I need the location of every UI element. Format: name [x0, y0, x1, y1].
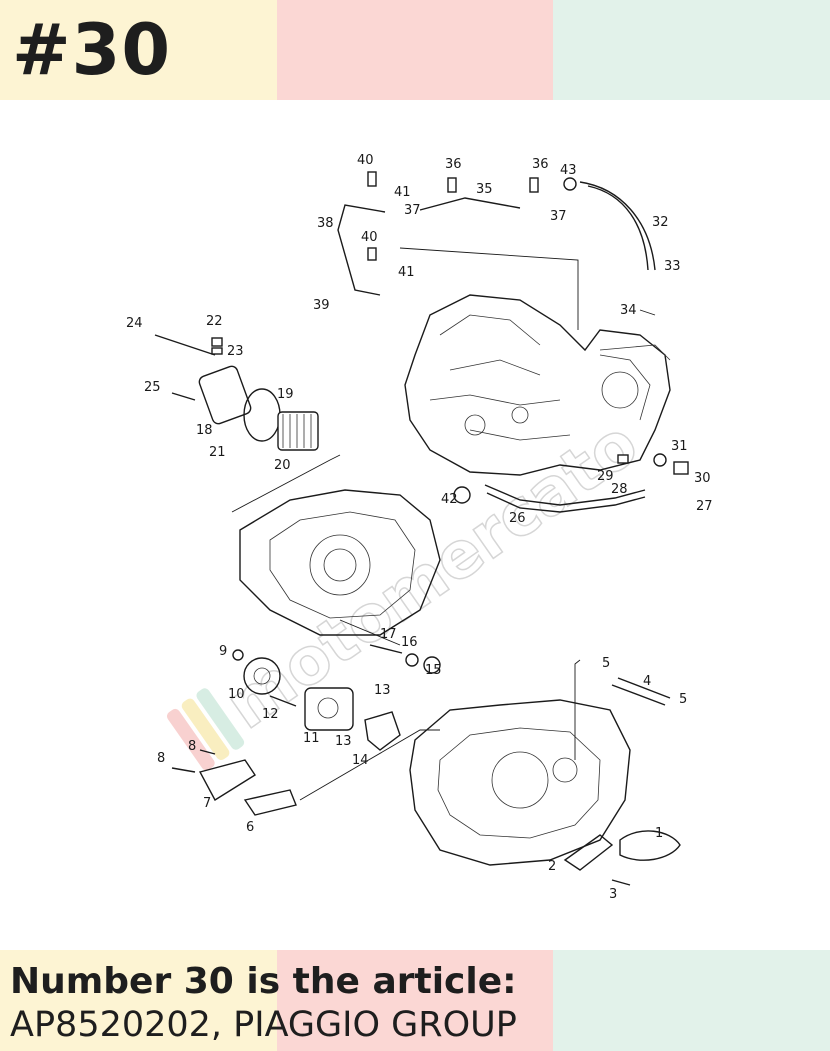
header-band-pink — [276, 0, 554, 100]
callout-43: 43 — [560, 163, 577, 178]
article-caption: Number 30 is the article: AP8520202, PIA… — [10, 960, 820, 1046]
callout-13b: 13 — [335, 734, 352, 749]
callout-8a: 8 — [188, 739, 196, 754]
caption-heading: Number 30 is the article: — [10, 961, 517, 1002]
callout-13a: 13 — [374, 683, 391, 698]
callout-16: 16 — [401, 635, 418, 650]
oil-filter-assembly — [154, 334, 319, 451]
footer-band-pink — [276, 950, 554, 1051]
callout-34: 34 — [620, 303, 637, 318]
callout-5b: 5 — [679, 692, 687, 707]
callout-30: 30 — [694, 471, 711, 486]
header-band-green — [553, 0, 830, 100]
callout-6: 6 — [246, 820, 254, 835]
side-cover — [239, 489, 441, 636]
callout-25: 25 — [144, 380, 161, 395]
footer-color-band — [0, 950, 830, 1051]
callout-17: 17 — [380, 627, 397, 642]
callout-42: 42 — [441, 492, 458, 507]
crankcase-lower — [409, 699, 631, 866]
callout-4: 4 — [643, 674, 651, 689]
callout-31: 31 — [671, 439, 688, 454]
callout-5a: 5 — [602, 656, 610, 671]
oil-pipes-top — [337, 181, 656, 513]
callout-27: 27 — [696, 499, 713, 514]
callout-18: 18 — [196, 423, 213, 438]
callout-26: 26 — [509, 511, 526, 526]
callout-37a: 37 — [404, 203, 421, 218]
callout-7: 7 — [203, 796, 211, 811]
engine-upper-block — [404, 294, 671, 476]
callout-2: 2 — [548, 859, 556, 874]
callout-33: 33 — [664, 259, 681, 274]
callout-32: 32 — [652, 215, 669, 230]
part-number-title: #30 — [12, 9, 172, 91]
callout-36b: 36 — [532, 157, 549, 172]
callout-40b: 40 — [361, 230, 378, 245]
diagram-svg: motomercato — [126, 153, 713, 902]
caption-article-code: AP8520202, PIAGGIO GROUP — [10, 1005, 517, 1045]
small-parts — [171, 171, 689, 886]
callout-24: 24 — [126, 316, 143, 331]
callout-3: 3 — [609, 887, 617, 902]
leader-lines — [231, 247, 656, 801]
callout-37b: 37 — [550, 209, 567, 224]
footer-band-green — [553, 950, 830, 1051]
callout-29: 29 — [597, 469, 614, 484]
callout-20: 20 — [274, 458, 291, 473]
callout-41b: 41 — [398, 265, 415, 280]
callout-labels: 1 2 3 4 5 5 6 7 8 8 9 10 11 12 13 13 14 … — [126, 153, 713, 902]
callout-36a: 36 — [445, 157, 462, 172]
callout-38: 38 — [317, 216, 334, 231]
callout-1: 1 — [655, 826, 663, 841]
callout-28: 28 — [611, 482, 628, 497]
header-color-band — [0, 0, 830, 100]
footer-band-yellow — [0, 950, 277, 1051]
callout-15: 15 — [425, 663, 442, 678]
callout-35: 35 — [476, 182, 493, 197]
callout-41a: 41 — [394, 185, 411, 200]
callout-21: 21 — [209, 445, 226, 460]
callout-9: 9 — [219, 644, 227, 659]
callout-10: 10 — [228, 687, 245, 702]
callout-8b: 8 — [157, 751, 165, 766]
callout-39: 39 — [313, 298, 330, 313]
callout-22: 22 — [206, 314, 223, 329]
header-band-yellow — [0, 0, 277, 100]
callout-14: 14 — [352, 753, 369, 768]
callout-40a: 40 — [357, 153, 374, 168]
callout-11: 11 — [303, 731, 320, 746]
callout-12: 12 — [262, 707, 279, 722]
callout-19: 19 — [277, 387, 294, 402]
exploded-parts-diagram: motomercato — [0, 100, 830, 950]
callout-23: 23 — [227, 344, 244, 359]
